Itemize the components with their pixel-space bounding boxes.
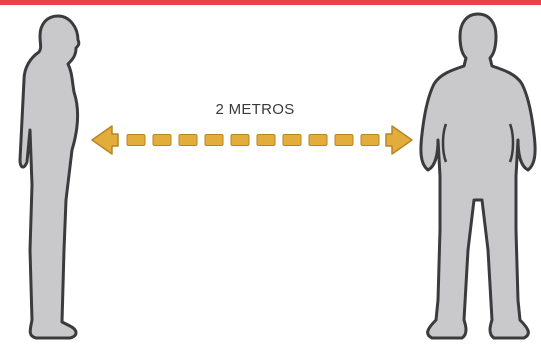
arrow-dash: [153, 135, 171, 146]
arrow-head-right: [386, 126, 412, 154]
arrow-dash: [231, 135, 249, 146]
person-front-icon: [421, 14, 535, 338]
arrow-dash: [309, 135, 327, 146]
person-side-icon: [20, 16, 79, 338]
double-arrow-icon: [92, 126, 412, 154]
arrow-dash: [205, 135, 223, 146]
distance-label: 2 METROS: [175, 101, 335, 118]
arrow-dash: [283, 135, 301, 146]
arrow-dash: [335, 135, 353, 146]
arrow-dash: [257, 135, 275, 146]
arrow-head-left: [92, 126, 118, 154]
arrow-dash: [361, 135, 379, 146]
arrow-dash: [127, 135, 145, 146]
arrow-dash: [179, 135, 197, 146]
